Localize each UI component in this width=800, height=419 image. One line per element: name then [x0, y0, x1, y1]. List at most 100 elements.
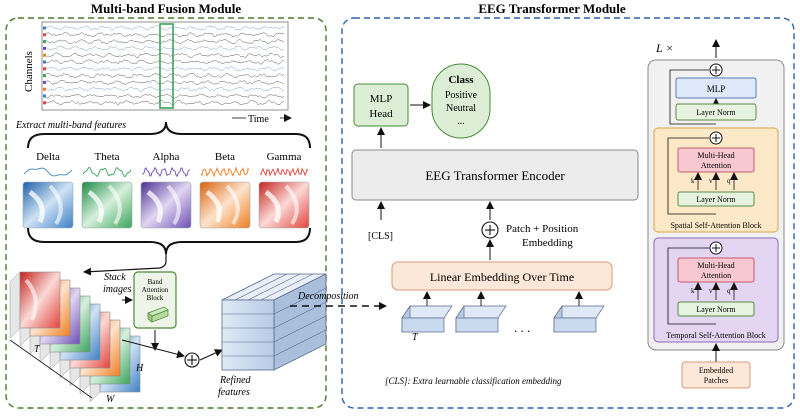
channel-marker	[43, 74, 46, 78]
stack-depth-axis	[9, 339, 93, 399]
temporal-k: k	[691, 287, 695, 295]
temporal-layer-norm-label: Layer Norm	[696, 305, 736, 314]
time-patches	[401, 291, 605, 334]
patch-t-label: T	[412, 332, 419, 343]
eeg-trace	[45, 45, 284, 51]
temporal-mha-label-1: Multi-Head	[697, 261, 734, 270]
stacked-images	[9, 271, 141, 403]
band-topomap	[258, 181, 310, 229]
encoder-label: EEG Transformer Encoder	[425, 168, 565, 183]
mlp-label: MLP	[707, 84, 726, 94]
time-axis-label: Time	[248, 114, 269, 125]
band-topomap	[81, 181, 133, 229]
class-item-neutral: Neutral	[446, 103, 476, 114]
dim-w-label: W	[106, 394, 116, 405]
eeg-trace	[45, 31, 285, 38]
mlp-head-box	[353, 83, 409, 127]
channels-axis-label: Channels	[23, 51, 35, 92]
patch-ellipsis: . . .	[514, 320, 530, 335]
multiband-module-title: Multi-band Fusion Module	[91, 1, 241, 16]
refined-front-face	[221, 299, 275, 371]
band-waveform	[259, 167, 309, 177]
channel-marker	[43, 33, 46, 37]
refined-label-1: Refined	[219, 375, 252, 386]
temporal-q: q	[727, 287, 731, 295]
eeg-transformer-encoder	[351, 149, 639, 201]
band-label: Alpha	[153, 151, 180, 163]
temporal-block-label: Temporal Self-Attention Block	[666, 331, 765, 340]
embedded-patches-box	[681, 361, 751, 389]
dim-t-label: T	[34, 344, 41, 355]
band-label: Beta	[215, 151, 235, 163]
spatial-qkv: k v q	[691, 172, 738, 190]
eeg-signal-panel	[41, 21, 289, 111]
temporal-layer-norm	[677, 301, 755, 317]
temporal-mha-label-2: Attention	[701, 271, 731, 280]
class-item-positive: Positive	[445, 90, 478, 101]
mlp-residual-path	[669, 69, 716, 125]
to-refined-arrow	[199, 349, 223, 361]
band-topomap	[22, 181, 74, 229]
channel-marker	[43, 101, 46, 105]
channel-marker	[43, 46, 46, 50]
time-patch	[455, 291, 507, 334]
channel-marker	[43, 80, 46, 84]
channel-marker	[43, 53, 46, 57]
eeg-trace	[45, 52, 285, 58]
band-waveform	[141, 166, 191, 178]
refined-label-2: features	[218, 387, 250, 398]
channel-marker	[43, 67, 46, 71]
band-waveform	[200, 166, 250, 178]
linear-embedding-box	[391, 261, 613, 291]
patch-position-label-2: Embedding	[522, 237, 573, 249]
eeg-trace	[45, 86, 285, 92]
band-label: Delta	[36, 151, 60, 163]
residual-arrow	[121, 339, 185, 359]
time-patch	[553, 291, 605, 334]
spatial-v: v	[709, 177, 713, 185]
time-window-highlight	[159, 23, 174, 109]
band-waveform	[23, 167, 73, 177]
band-label: Gamma	[267, 151, 302, 163]
patch-position-label-1: Patch + Position	[506, 223, 579, 235]
embedded-patches-label-1: Embedded	[699, 366, 733, 375]
mlp-layer-norm	[675, 103, 757, 121]
spatial-q: q	[727, 177, 731, 185]
linear-embedding-label: Linear Embedding Over Time	[430, 270, 574, 284]
eeg-trace	[45, 25, 285, 31]
eeg-trace	[45, 93, 285, 99]
repeat-label: L ×	[655, 41, 674, 55]
cls-footnote: [CLS]: Extra learnable classification em…	[385, 376, 562, 386]
spatial-layer-norm-label: Layer Norm	[696, 195, 736, 204]
eeg-traces	[43, 25, 285, 106]
mlp-head-label-1: MLP	[370, 93, 393, 105]
split-bracket	[27, 121, 311, 149]
refined-features-block	[221, 273, 327, 371]
eeg-trace	[45, 79, 285, 86]
stack-arrow	[83, 254, 167, 276]
spatial-mha-label-1: Multi-Head	[697, 151, 734, 160]
stack-images-label-2: images	[103, 284, 131, 295]
cls-label: [CLS]	[368, 231, 393, 242]
band-attention-label-1: Band	[148, 278, 163, 286]
channel-marker	[43, 87, 46, 91]
time-patch	[401, 291, 453, 334]
extract-features-label: Extract multi-band features	[15, 120, 126, 131]
decomposition-label: Decomposition	[297, 291, 359, 302]
attention-vector-icon	[147, 306, 169, 323]
temporal-residual-path	[667, 247, 716, 325]
channel-marker	[43, 40, 46, 44]
merge-bracket	[27, 227, 311, 255]
channel-marker	[43, 60, 46, 64]
mlp-head-label-2: Head	[369, 108, 393, 120]
stack-images-label-1: Stack	[104, 272, 126, 283]
eeg-transformer-module-frame	[341, 17, 795, 409]
spatial-block-label: Spatial Self-Attention Block	[670, 221, 761, 230]
band-label: Theta	[94, 151, 119, 163]
band-waveform	[82, 166, 132, 178]
band-topomap	[199, 181, 251, 229]
eeg-trace	[45, 72, 285, 78]
band-topomap	[140, 181, 192, 229]
